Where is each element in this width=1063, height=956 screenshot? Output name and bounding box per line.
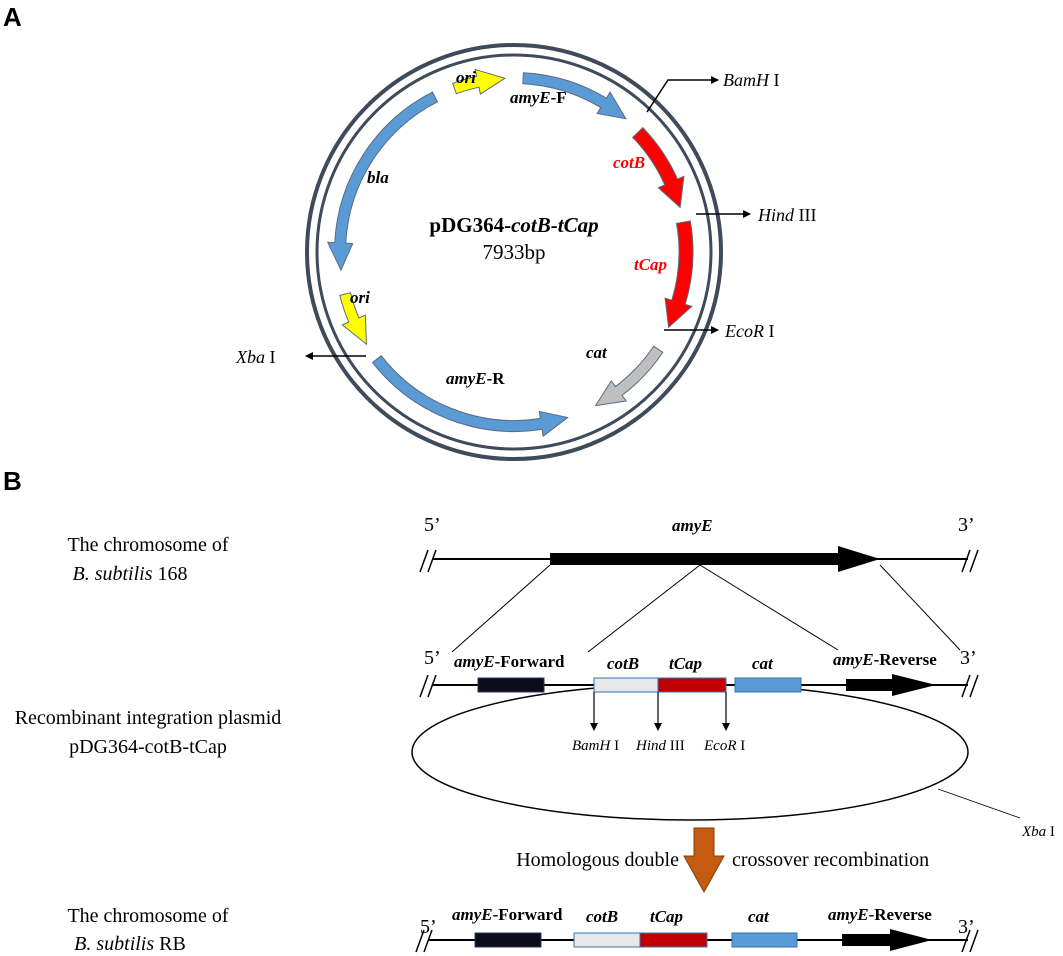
amyE-F-arc [522,72,627,120]
plasmid-line2: pDG364-cotB-tCap [69,736,227,758]
amyE-gene-label: amyE [672,516,713,535]
amyE-R-arc [371,355,569,438]
svg-text:BamH I: BamH I [723,70,780,90]
cotB-label-3: cotB [586,907,618,926]
cotB-box-3 [573,932,641,948]
tCap-label-2: tCap [669,654,702,673]
label-amyE-F: amyE-F [510,88,567,107]
amyE-forward-box-2 [477,677,545,693]
cotB-arc [631,126,685,209]
down-arrow [683,827,725,894]
label-cotB: cotB [613,153,645,172]
svg-text:Xba I: Xba I [235,347,276,367]
ori-top-arc [451,68,507,95]
break-mark-right-1 [961,549,979,573]
row-chromosome-168: 5’ 3’ amyE [419,514,979,573]
amyE-forward-label-2: amyE-Forward [454,652,565,671]
tCap-label-3: tCap [650,907,683,926]
panel-a-label: A [3,2,22,32]
panel-b-label: B [3,466,22,496]
amyE-reverse-label-3: amyE-Reverse [828,905,932,924]
label-ori-bottom: ori [350,288,370,307]
chromosome-rb-line2: B. subtilis RB [74,933,186,955]
site-bamhi-label-b: BamH I [572,738,619,754]
cat-label-3: cat [748,907,770,926]
site-hindiii: Hind III [696,205,816,225]
row-chromosome-rb: 5’ 3’ amyE-Forward cotB tCap cat amyE-Re… [415,905,979,953]
tCap-box-3 [639,932,708,948]
cat-label-2: cat [752,654,774,673]
tCap-box-2 [657,677,727,693]
three-prime-1: 3’ [958,514,975,536]
chromosome-168-line1: The chromosome of [67,534,228,556]
plasmid-ellipse [411,683,969,821]
xbai-leader-line [937,788,1021,819]
site-hindiii-label-b: Hind III [635,738,685,754]
svg-text:Hind III: Hind III [757,205,816,225]
cat-arc [594,345,664,407]
three-prime-3: 3’ [958,916,975,938]
chromosome-168-line2: B. subtilis 168 [72,563,187,585]
label-bla: bla [367,168,389,187]
svg-text:EcoR I: EcoR I [724,321,774,341]
plasmid-line1: Recombinant integration plasmid [15,707,282,729]
recombination-text-left: Homologous double [516,849,679,871]
plasmid-name: pDG364-cotB-tCap [429,213,598,237]
tCap-arc [664,220,694,329]
plasmid-outer-ring [305,43,723,461]
five-prime-2: 5’ [424,647,441,669]
row-plasmid: 5’ 3’ amyE-Forward cotB tCap cat amyE-Re… [411,647,1055,840]
amyE-gene-arrow [550,546,880,572]
plasmid-inner-ring [315,53,713,451]
site-ecori-label-b: EcoR I [703,738,745,754]
cat-box-3 [731,932,798,948]
three-prime-2: 3’ [960,647,977,669]
five-prime-1: 5’ [424,514,441,536]
amyE-reverse-arrow-3 [842,929,932,951]
five-prime-3: 5’ [420,916,437,938]
amyE-forward-box-3 [474,932,542,948]
cotB-label-2: cotB [607,654,639,673]
mapping-lines [451,564,961,653]
label-amyE-R: amyE-R [446,369,505,388]
chromosome-rb-line1: The chromosome of [67,905,228,927]
label-ori-top: ori [456,68,476,87]
ori-bottom-arc [339,292,367,346]
recombination-text-right: crossover recombination [732,849,929,871]
site-bamhi: BamH I [646,70,780,113]
feature-arcs [326,68,694,438]
site-xbai: Xba I [235,347,366,367]
cat-box-2 [734,677,802,693]
break-mark-left-1 [419,549,437,573]
recombination-step: Homologous double crossover recombinatio… [516,827,929,894]
site-xbai-label-b: Xba I [1021,824,1055,840]
amyE-reverse-label-2: amyE-Reverse [833,650,937,669]
bla-arc [326,91,439,272]
cotB-box-2 [593,677,659,693]
amyE-reverse-arrow-2 [846,674,936,696]
label-cat: cat [586,343,608,362]
amyE-forward-label-3: amyE-Forward [452,905,563,924]
plasmid-size: 7933bp [483,240,546,264]
label-tCap: tCap [634,255,667,274]
site-ecori: EcoR I [664,321,774,341]
